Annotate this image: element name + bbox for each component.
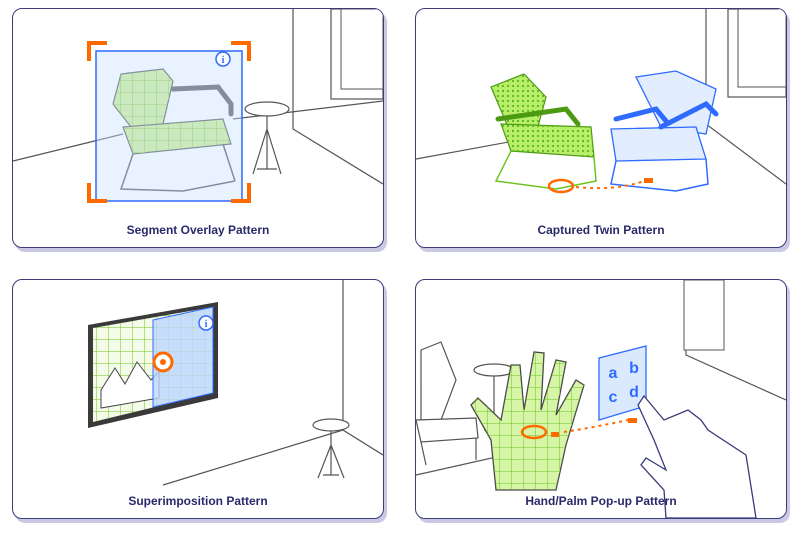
captured-twin-illustration	[416, 9, 786, 194]
svg-text:i: i	[205, 319, 208, 330]
svg-text:i: i	[222, 55, 225, 66]
segment-overlay-illustration: i	[13, 9, 383, 203]
captured-chair	[490, 73, 597, 190]
letter-c[interactable]: c	[609, 389, 618, 406]
panel-hand-palm-popup: a b c d Hand/Palm Pop-up Pattern	[415, 279, 787, 519]
letter-d[interactable]: d	[629, 384, 639, 401]
superimposition-illustration: i	[88, 280, 383, 486]
selection-brackets	[87, 41, 251, 203]
letter-a[interactable]: a	[609, 365, 618, 382]
panel-caption: Captured Twin Pattern	[537, 223, 665, 237]
panel-caption: Superimposition Pattern	[128, 494, 268, 508]
left-hand	[470, 351, 585, 491]
letter-popup-panel[interactable]: a b c d	[598, 345, 647, 421]
info-icon[interactable]: i	[198, 315, 214, 331]
target-marker[interactable]	[152, 351, 174, 373]
twin-chair	[610, 70, 719, 192]
hand-palm-illustration: a b c d	[416, 280, 786, 518]
info-icon[interactable]: i	[215, 51, 231, 67]
letter-b[interactable]: b	[629, 360, 639, 377]
panel-caption: Hand/Palm Pop-up Pattern	[525, 494, 677, 508]
chair-segment	[112, 68, 236, 192]
panel-superimposition: i Superimposition Pattern	[12, 279, 384, 519]
panel-caption: Segment Overlay Pattern	[126, 223, 270, 237]
panel-captured-twin: Captured Twin Pattern	[415, 8, 787, 248]
panel-segment-overlay: i Segment Overlay Pattern	[12, 8, 384, 248]
